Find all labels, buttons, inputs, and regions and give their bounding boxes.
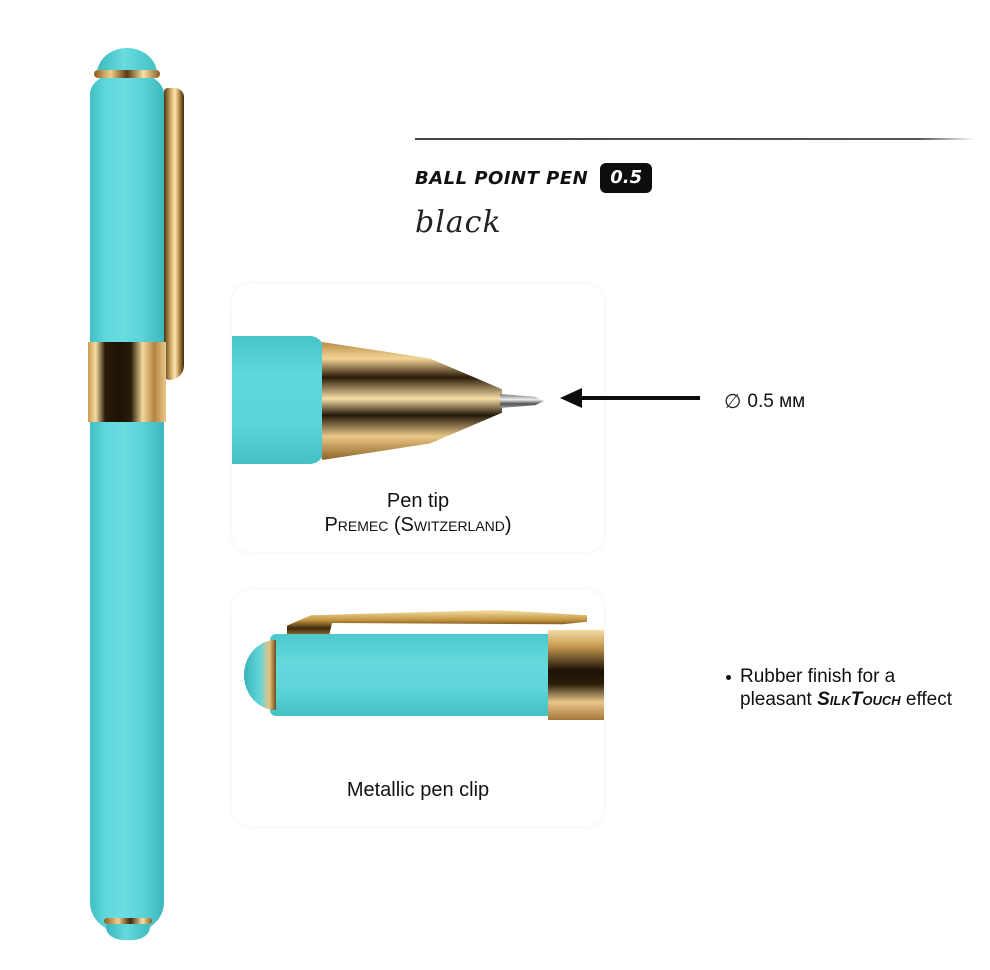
- feature-item: Rubber finish for a pleasant SilkTouch e…: [722, 665, 972, 711]
- pen-full-view: [0, 0, 230, 970]
- pen-gold-band: [88, 342, 166, 422]
- header-divider: [415, 138, 975, 140]
- diameter-icon: ∅: [724, 391, 742, 413]
- tip-ball-point: [500, 394, 544, 408]
- pen-clip-caption: Metallic pen clip: [346, 779, 490, 801]
- tip-diameter-label: ∅ 0.5 мм: [724, 389, 805, 414]
- clip-cap-end: [244, 640, 276, 710]
- clip-gold-band: [548, 630, 604, 720]
- line-width-badge: 0.5: [600, 163, 653, 193]
- pen-cap-ring: [94, 70, 160, 78]
- tip-diameter-value: 0.5 мм: [747, 390, 806, 412]
- pen-clip-card: Metallic pen clip: [232, 590, 604, 826]
- title-row: BALL POINT PEN 0.5: [415, 163, 653, 193]
- tip-gold-cone: [322, 342, 502, 460]
- pen-tip-manufacturer: Premec (Switzerland): [324, 514, 512, 536]
- pen-bottom-ring: [104, 918, 152, 924]
- clip-metal: [287, 610, 587, 636]
- pen-tip-card: Pen tip Premec (Switzerland): [232, 284, 604, 552]
- arrow-left-icon: [560, 388, 700, 408]
- pen-bottom-end: [106, 924, 150, 940]
- feature-list: Rubber finish for a pleasant SilkTouch e…: [722, 665, 972, 711]
- pen-tip-caption: Pen tip Premec (Switzerland): [232, 489, 604, 537]
- product-type: BALL POINT PEN: [415, 167, 589, 189]
- ink-color-label: black: [415, 205, 502, 240]
- clip-cap-barrel: [270, 634, 550, 716]
- pen-clip: [164, 88, 184, 380]
- pen-barrel: [90, 72, 164, 934]
- pen-tip-title: Pen tip: [386, 490, 450, 512]
- brand-name: SilkTouch: [817, 689, 901, 710]
- tip-grip-section: [232, 336, 324, 464]
